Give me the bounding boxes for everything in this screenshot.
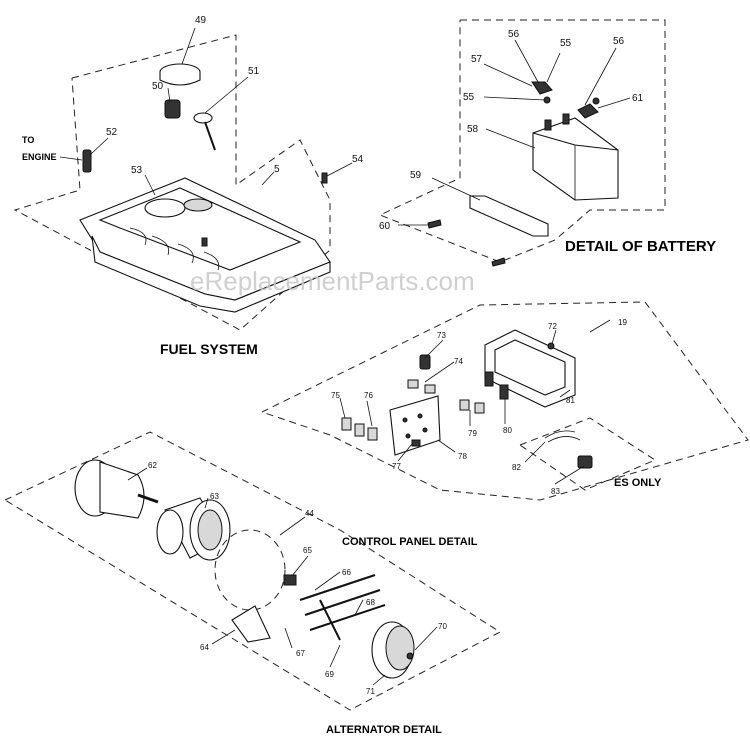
callout-62: 62 <box>148 461 157 470</box>
terminal-bolt <box>531 81 553 95</box>
callout-56b: 56 <box>613 36 625 47</box>
callout-80: 80 <box>503 426 512 435</box>
starter-switch <box>577 455 593 469</box>
title-control-panel-detail: CONTROL PANEL DETAIL <box>342 536 478 548</box>
title-fuel-system: FUEL SYSTEM <box>160 341 258 357</box>
stator-shroud <box>214 529 286 611</box>
callout-72: 72 <box>548 322 557 331</box>
fuel-system-group <box>13 27 353 331</box>
callout-56a: 56 <box>508 29 520 40</box>
callout-55b: 55 <box>463 92 475 103</box>
brush-holder <box>283 574 297 586</box>
callout-61: 61 <box>632 93 644 104</box>
battery-terminal-neg <box>562 113 570 125</box>
breaker-79a <box>459 399 470 411</box>
receptacle-73 <box>419 354 431 370</box>
callout-53: 53 <box>131 165 143 176</box>
callout-19: 19 <box>618 318 627 327</box>
battery-bracket <box>469 195 549 237</box>
callout-60: 60 <box>379 221 391 232</box>
callout-74: 74 <box>454 357 463 366</box>
label-engine: ENGINE <box>22 152 57 162</box>
fuel-system-frame <box>13 34 331 331</box>
control-panel-frame <box>261 301 749 501</box>
switch-76a <box>354 423 365 437</box>
callout-59: 59 <box>410 170 422 181</box>
callout-55a: 55 <box>560 38 572 49</box>
callout-52: 52 <box>106 127 118 138</box>
callout-64: 64 <box>200 643 209 652</box>
control-box-screw <box>547 342 555 350</box>
callout-54: 54 <box>352 154 364 165</box>
panel-screw <box>411 439 421 447</box>
callout-71: 71 <box>366 687 375 696</box>
callout-83: 83 <box>551 487 560 496</box>
breaker-79b <box>474 402 485 414</box>
callout-75: 75 <box>331 391 340 400</box>
battery-group <box>378 19 666 267</box>
bracket-screw-2 <box>491 257 506 267</box>
callout-65: 65 <box>303 546 312 555</box>
outlet-80a <box>484 371 494 387</box>
callout-78: 78 <box>458 452 467 461</box>
terminal-nut <box>592 97 600 105</box>
callout-5: 5 <box>274 164 280 175</box>
callout-73: 73 <box>437 331 446 340</box>
wire-harness <box>544 430 581 443</box>
fuel-strainer <box>164 99 181 119</box>
switch-76b <box>367 427 378 441</box>
callout-69: 69 <box>325 670 334 679</box>
alternator-group <box>4 431 501 711</box>
callout-51: 51 <box>248 66 260 77</box>
tank-screw <box>321 172 328 184</box>
callout-70: 70 <box>438 622 447 631</box>
title-alternator-detail: ALTERNATOR DETAIL <box>326 724 442 736</box>
rotor <box>99 461 145 519</box>
es-only-frame <box>519 417 657 491</box>
fuel-tank-lower <box>91 235 331 313</box>
callout-49: 49 <box>195 15 207 26</box>
watermark: eReplacementParts.com <box>190 266 475 296</box>
battery-frame <box>378 19 666 263</box>
fuel-drain-screw <box>201 237 208 247</box>
callout-68: 68 <box>366 598 375 607</box>
switch-74a <box>407 379 419 389</box>
callout-81: 81 <box>566 396 575 405</box>
callout-44: 44 <box>305 509 314 518</box>
callout-57a: 57 <box>471 54 483 65</box>
callout-79: 79 <box>468 429 477 438</box>
callout-76: 76 <box>364 391 373 400</box>
outlet-80b <box>499 384 509 400</box>
battery-terminal-pos <box>544 119 552 131</box>
alternator-frame <box>4 431 501 711</box>
title-detail-of-battery: DETAIL OF BATTERY <box>565 238 716 255</box>
control-panel-plate <box>389 395 441 456</box>
label-to: TO <box>22 135 34 145</box>
callout-63: 63 <box>210 492 219 501</box>
control-panel-group <box>261 301 749 501</box>
callout-50: 50 <box>152 81 164 92</box>
carrier-screw <box>406 652 414 660</box>
callout-67: 67 <box>296 649 305 658</box>
fuel-gauge <box>193 112 213 124</box>
terminal-bolt-2 <box>577 103 599 119</box>
label-es-only: ES ONLY <box>614 477 662 489</box>
callout-58: 58 <box>467 124 479 135</box>
callout-77: 77 <box>392 462 401 471</box>
fuel-valve <box>82 149 92 173</box>
callout-66: 66 <box>342 568 351 577</box>
brush-bracket <box>231 605 271 643</box>
switch-75 <box>341 417 352 431</box>
bracket-screw <box>427 219 442 229</box>
callout-82: 82 <box>512 463 521 472</box>
switch-74b <box>424 384 436 394</box>
